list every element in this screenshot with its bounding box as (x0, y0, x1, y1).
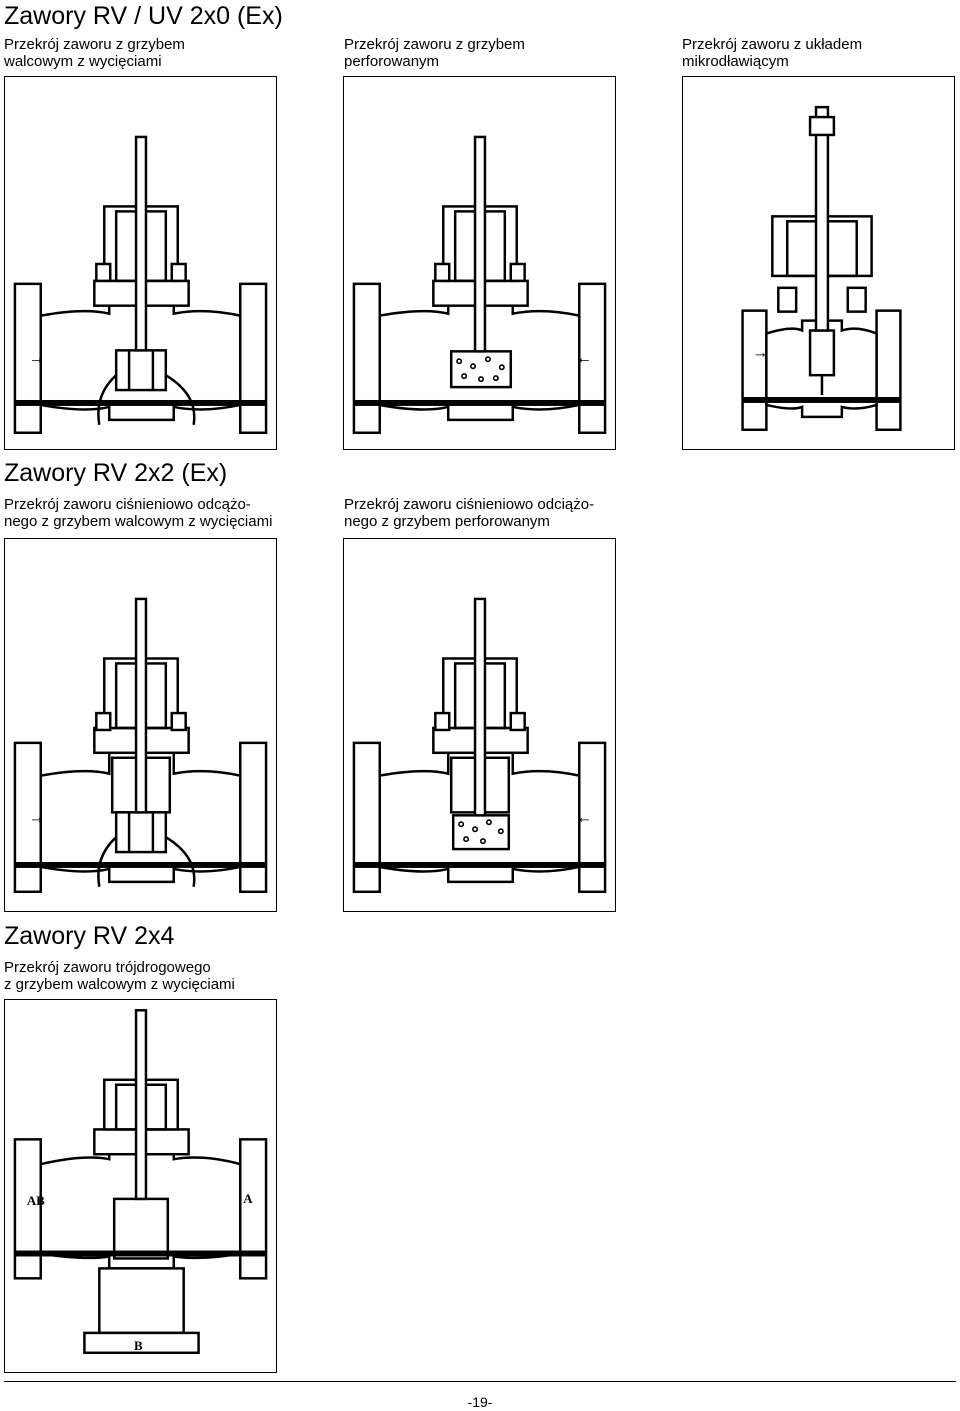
section-title-rv-uv-2x0: Zawory RV / UV 2x0 (Ex) (4, 2, 283, 30)
caption-perforated-plug: Przekrój zaworu z grzybem perforowanym (344, 36, 525, 70)
flow-arrow-right: → (752, 344, 768, 361)
flow-arrow-right: → (29, 809, 45, 826)
valve-drawing-svg: → (13, 135, 268, 434)
flow-arrow-right: → (29, 350, 45, 367)
valve-drawing-svg: ← (352, 135, 607, 434)
port-label-ab: AB (27, 1194, 45, 1208)
valve-section-drawing-6: AB A B (4, 999, 277, 1373)
valve-section-drawing-2: ← (343, 76, 616, 450)
caption-balanced-perforated: Przekrój zaworu ciśnieniowo odciążo- neg… (344, 496, 595, 530)
port-label-b: B (134, 1339, 143, 1353)
valve-section-drawing-3: → (682, 76, 955, 450)
flow-arrow-left: ← (576, 350, 592, 367)
valve-drawing-svg: AB A B (13, 1009, 268, 1355)
valve-section-drawing-1: → (4, 76, 277, 450)
port-label-a: A (243, 1192, 253, 1206)
section-title-rv-2x2: Zawory RV 2x2 (Ex) (4, 459, 228, 487)
footer-rule (4, 1381, 956, 1382)
valve-drawing-svg: → (13, 597, 268, 894)
caption-micro-throttle: Przekrój zaworu z układem mikrodławiącym (682, 36, 863, 70)
valve-section-drawing-5: ← (343, 538, 616, 912)
section-title-rv-2x4: Zawory RV 2x4 (4, 922, 175, 950)
page-number: -19- (467, 1394, 493, 1410)
valve-section-drawing-4: → (4, 538, 277, 912)
caption-plug-with-cutouts: Przekrój zaworu z grzybem walcowym z wyc… (4, 36, 185, 70)
valve-drawing-svg: → (741, 105, 902, 432)
flow-arrow-left: ← (576, 809, 592, 826)
caption-balanced-plug-cutouts: Przekrój zaworu ciśnieniowo odcążo- nego… (4, 496, 273, 530)
valve-drawing-svg: ← (352, 597, 607, 894)
caption-three-way-valve: Przekrój zaworu trójdrogowego z grzybem … (4, 959, 235, 993)
